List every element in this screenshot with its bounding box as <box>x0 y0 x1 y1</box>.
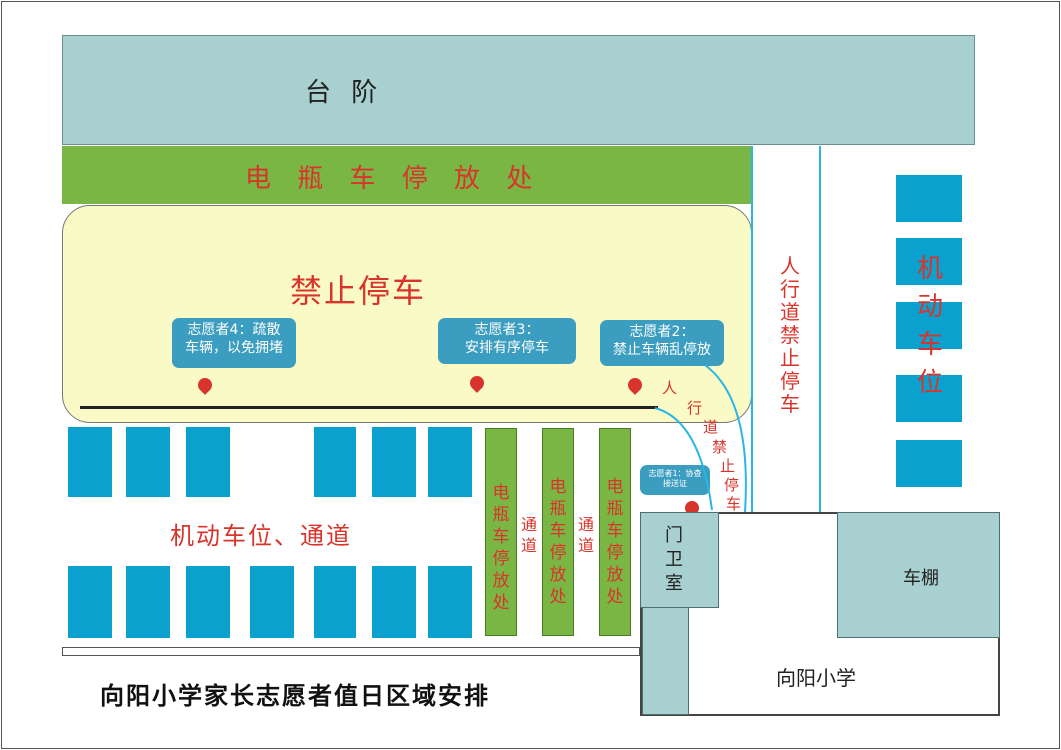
guard-room-lower <box>642 607 689 715</box>
curve-label-char: 停 <box>724 476 740 494</box>
curve-label-char: 道 <box>703 418 719 436</box>
parking-spot <box>186 566 230 638</box>
volunteer-1-text: 志愿者1：协查 接送证 <box>648 469 702 489</box>
ebike-parking-column-3 <box>599 428 631 636</box>
parking-spot <box>896 440 962 487</box>
parking-spot <box>126 427 170 497</box>
curve-label-char: 行 <box>687 399 703 417</box>
parking-spot <box>896 175 962 222</box>
curve-label-char: 车 <box>726 495 742 513</box>
volunteer-2-text: 志愿者2： 禁止车辆乱停放 <box>613 324 711 358</box>
road-strip <box>62 647 640 656</box>
volunteer-4-text: 志愿者4：疏散 车辆，以免拥堵 <box>185 322 283 356</box>
parking-spot <box>896 238 962 285</box>
ebike-parking-column-2 <box>542 428 574 636</box>
parking-spot <box>68 427 112 497</box>
parking-spot <box>896 375 962 422</box>
ebike-parking-column-1 <box>485 428 517 636</box>
volunteer-1-bubble: 志愿者1：协查 接送证 <box>640 465 710 495</box>
parking-spot <box>250 566 294 638</box>
ebike-parking-column-2-label: 电 瓶 车 停 放 处 <box>549 477 567 607</box>
curve-label-char: 禁 <box>712 438 728 456</box>
curve-path-inner <box>704 364 747 513</box>
parking-spot <box>372 427 416 497</box>
map-title: 向阳小学家长志愿者值日区域安排 <box>100 682 490 710</box>
ebike-parking-column-3-label: 电 瓶 车 停 放 处 <box>606 477 624 607</box>
parking-spot <box>428 566 472 638</box>
motor-lane-label: 机动车位、通道 <box>170 522 352 550</box>
volunteer-3-bubble: 志愿者3： 安排有序停车 <box>438 318 576 364</box>
parking-spot <box>314 427 356 497</box>
parking-spot <box>126 566 170 638</box>
ebike-parking-top-label: 电 瓶 车 停 放 处 <box>245 164 542 194</box>
curve-path-outer <box>654 407 713 511</box>
no-parking-label: 禁止停车 <box>290 272 427 310</box>
parking-spot <box>314 566 356 638</box>
parking-spot <box>428 427 472 497</box>
parking-spot <box>68 566 112 638</box>
passage-2-label: 通 道 <box>577 515 594 555</box>
school-label: 向阳小学 <box>776 666 856 690</box>
steps-area <box>62 35 975 145</box>
ebike-parking-column-1-label: 电 瓶 车 停 放 处 <box>492 483 510 613</box>
volunteer-2-bubble: 志愿者2： 禁止车辆乱停放 <box>600 320 724 366</box>
sidewalk-no-parking-label: 人 行 道 禁 止 停 车 <box>780 254 800 416</box>
steps-label: 台 阶 <box>305 78 384 108</box>
volunteer-4-bubble: 志愿者4：疏散 车辆，以免拥堵 <box>172 318 296 368</box>
carport-label: 车棚 <box>903 568 939 589</box>
ebike-parking-top <box>62 146 752 204</box>
passage-1-label: 通 道 <box>520 515 537 555</box>
carport <box>837 512 1000 638</box>
volunteer-3-text: 志愿者3： 安排有序停车 <box>465 322 549 356</box>
guard-room <box>640 512 719 608</box>
no-parking-boundary-line <box>80 406 658 409</box>
parking-spot <box>896 302 962 349</box>
curve-label-char: 止 <box>720 457 736 475</box>
curve-label-char: 人 <box>662 379 678 397</box>
motor-spot-label: 机 动 车 位 <box>916 254 943 398</box>
guard-room-label: 门 卫 室 <box>665 525 683 594</box>
parking-spot <box>186 427 230 497</box>
parking-spot <box>372 566 416 638</box>
